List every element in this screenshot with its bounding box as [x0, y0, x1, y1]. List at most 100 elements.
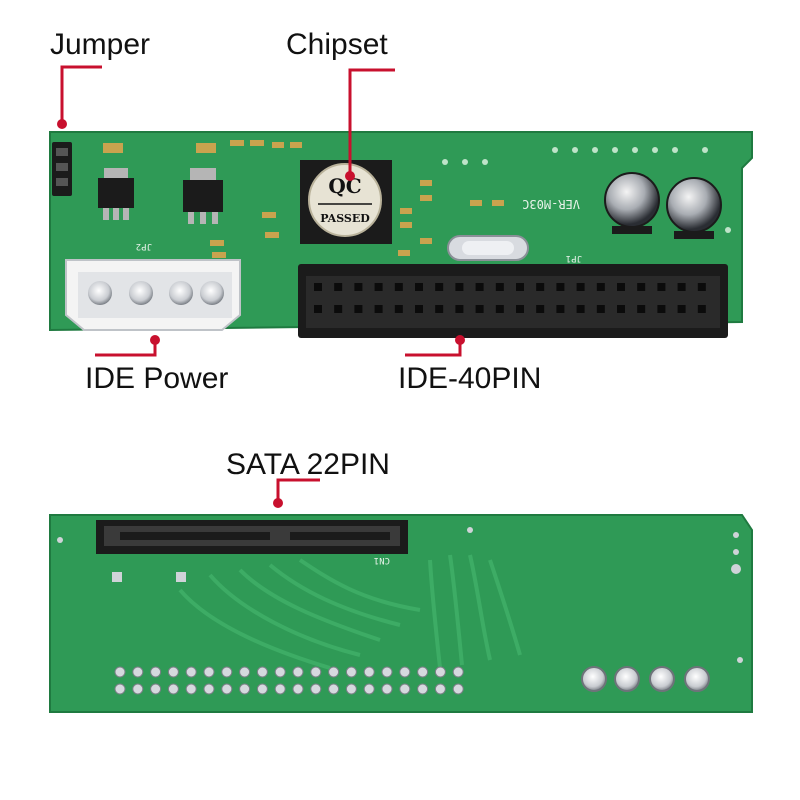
ide-pin-hole [596, 283, 605, 291]
ide-40pin-connector [298, 264, 728, 338]
jp1-silkscreen: JP1 [566, 253, 582, 263]
solder-pin [239, 683, 251, 695]
crystal-oscillator [447, 235, 529, 261]
solder-pin [452, 666, 464, 678]
solder-pin [381, 683, 393, 695]
ide-pin-hole [697, 283, 706, 291]
ide-pin-hole [314, 283, 322, 291]
solder-pin [274, 683, 286, 695]
chipset-label: Chipset [286, 28, 388, 61]
bottom-vias [57, 527, 743, 663]
power-solder-pads [581, 666, 710, 692]
sata-22pin-connector [96, 520, 408, 554]
ide-pin-hole [617, 283, 625, 291]
ide-pin-hole [334, 305, 343, 313]
solder-pin [256, 683, 268, 695]
chipset: QC PASSED [300, 160, 392, 244]
chipset-callout-line [348, 68, 395, 175]
ide-pin-hole [374, 305, 383, 313]
solder-pin [132, 683, 144, 695]
ide-pin-hole [435, 283, 444, 291]
ide-pin-hole [536, 283, 545, 291]
ide-pin-hole [556, 283, 565, 291]
jumper-label: Jumper [50, 28, 151, 61]
ide-power-label: IDE Power [85, 362, 229, 395]
solder-pin [167, 683, 179, 695]
electrolytic-capacitor-1 [604, 172, 660, 234]
solder-pin [239, 666, 251, 678]
ide-pin-hole [576, 305, 585, 313]
jp2-silkscreen: JP2 [136, 241, 152, 251]
solder-pin [167, 666, 179, 678]
ide-pin-hole [354, 283, 363, 291]
sata-22pin-label: SATA 22PIN [226, 448, 390, 481]
solder-pin [381, 666, 393, 678]
ide-pin-hole [334, 283, 343, 291]
solder-pin [328, 666, 340, 678]
ide-pin-hole [637, 283, 646, 291]
ide-40pin-callout-line [405, 340, 462, 357]
voltage-regulator-u2 [183, 143, 223, 224]
solder-pin [399, 683, 411, 695]
solder-pin [434, 683, 446, 695]
solder-pin [328, 683, 340, 695]
solder-pin [114, 683, 126, 695]
ide-pin-hole [596, 305, 605, 313]
ide-pin-hole [415, 283, 423, 291]
bottom-pcb [49, 514, 753, 713]
ide-pin-hole [314, 305, 322, 313]
solder-pin [185, 683, 197, 695]
ide-pin-hole [516, 283, 524, 291]
solder-pin [221, 666, 233, 678]
solder-pin [399, 666, 411, 678]
solder-pin [345, 666, 357, 678]
callout-dots [57, 119, 465, 508]
ide-pin-hole [637, 305, 646, 313]
top-vias [442, 147, 731, 233]
solder-pin [150, 666, 162, 678]
solder-pin [132, 666, 144, 678]
solder-pin [256, 666, 268, 678]
ide-pin-hole [455, 283, 464, 291]
electrolytic-capacitor-2 [666, 177, 722, 239]
ide-pin-hole [475, 283, 484, 291]
ide-pin-hole [495, 283, 504, 291]
solder-pin [363, 683, 375, 695]
solder-pin [417, 683, 429, 695]
qc-title: QC [328, 174, 361, 198]
solder-pin [203, 683, 215, 695]
ide-pin-hole [475, 305, 484, 313]
ide-pin-hole [576, 283, 585, 291]
ide-pin-hole [556, 305, 565, 313]
smd-pads [112, 572, 186, 582]
ide-pin-hole [374, 283, 383, 291]
ide-pin-hole [677, 305, 686, 313]
solder-pin [150, 683, 162, 695]
jumper-callout-line [60, 65, 102, 125]
solder-pin [434, 666, 446, 678]
ide-power-connector [65, 259, 241, 331]
solder-pin [114, 666, 126, 678]
jumper-header [52, 142, 72, 196]
solder-pin [292, 683, 304, 695]
ide-pin-hole [516, 305, 524, 313]
solder-pin [221, 683, 233, 695]
pcb-traces [178, 554, 522, 670]
sata-callout-line [276, 478, 320, 502]
ide-40pin-label: IDE-40PIN [398, 362, 542, 395]
ide-pin-hole [354, 305, 363, 313]
ide-power-callout-line [95, 340, 157, 357]
ide-pin-hole [495, 305, 504, 313]
qc-passed: PASSED [320, 212, 370, 225]
solder-pin [203, 666, 215, 678]
solder-pin [345, 683, 357, 695]
solder-pin [274, 666, 286, 678]
ide-pin-hole [697, 305, 706, 313]
solder-pin [363, 666, 375, 678]
cn1-silkscreen: CN1 [374, 555, 390, 565]
ide-pin-hole [394, 305, 403, 313]
ide-pin-hole [394, 283, 403, 291]
solder-pin [310, 666, 322, 678]
ide-pin-hole [435, 305, 444, 313]
